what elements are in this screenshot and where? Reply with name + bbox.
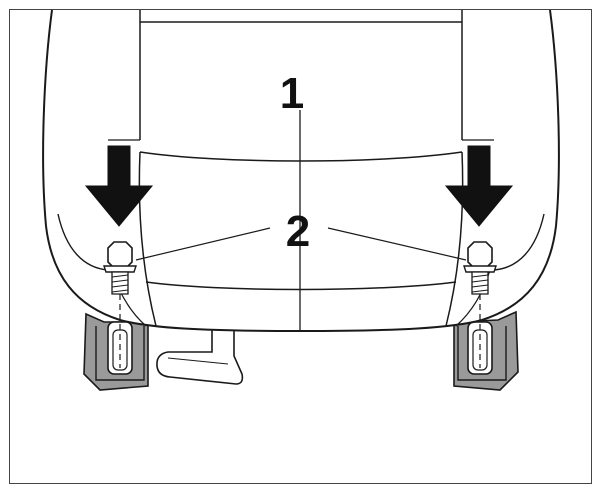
- front-adjust-lever: [156, 328, 244, 385]
- left-seat-rail: [83, 312, 149, 391]
- callout-label-2: 2: [286, 207, 310, 256]
- left-down-arrow-icon: [84, 145, 154, 227]
- right-down-arrow-icon: [444, 145, 514, 227]
- callout-2-leaders: [135, 227, 467, 261]
- seat-cushion: [42, 9, 560, 333]
- callout-label-1: 1: [280, 69, 304, 118]
- left-bolt-icon: [103, 241, 137, 368]
- right-seat-rail: [453, 310, 519, 391]
- right-bolt-icon: [463, 241, 497, 368]
